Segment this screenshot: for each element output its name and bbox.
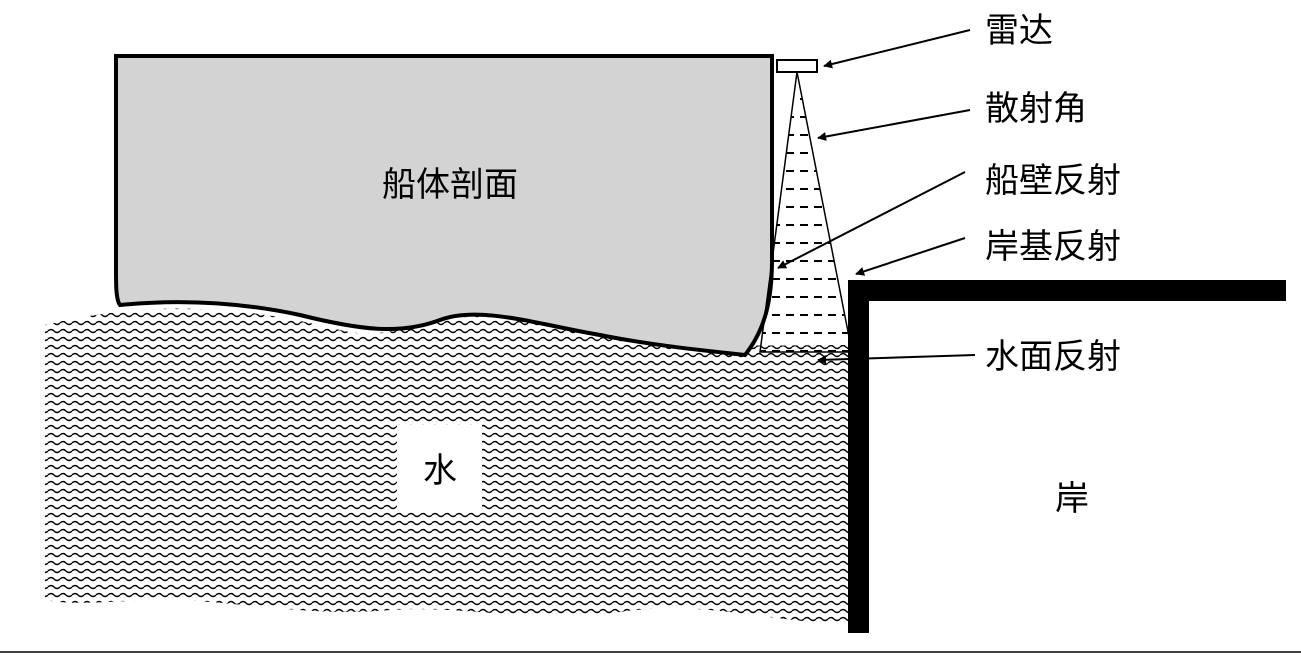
scatter-beam: [759, 71, 853, 353]
water-label: 水: [423, 451, 457, 491]
hull-section: [114, 54, 774, 358]
arrow-water-surface-reflection: [817, 354, 976, 365]
shore-base-reflection-label: 岸基反射: [985, 227, 1121, 267]
arrow-shore-base-reflection: [855, 237, 966, 276]
radar-unit: [776, 59, 818, 73]
quay-top: [848, 280, 1286, 301]
radar-label: 雷达: [985, 11, 1053, 51]
hull-wall-reflection-label: 船壁反射: [985, 161, 1121, 201]
water-surface-reflection-label: 水面反射: [985, 337, 1121, 377]
shore-label: 岸: [1055, 479, 1089, 519]
arrow-hull-wall-reflection: [777, 171, 966, 269]
scatter-angle-label: 散射角: [985, 89, 1087, 129]
hull-section-label: 船体剖面: [382, 165, 518, 205]
shore-quay: [848, 280, 1286, 633]
arrow-scatter-angle: [817, 109, 971, 141]
arrow-radar: [823, 29, 971, 69]
water-label-box: [397, 425, 482, 510]
quay-wall: [848, 280, 869, 633]
